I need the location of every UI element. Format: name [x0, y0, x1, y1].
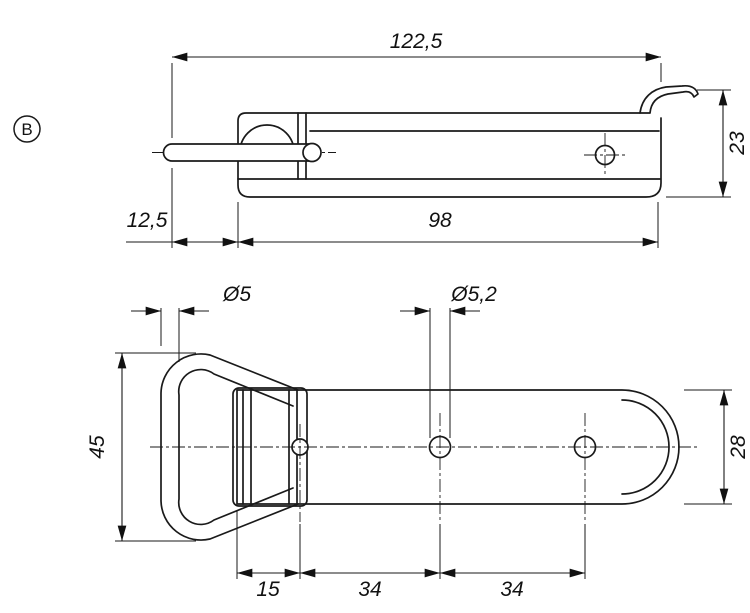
dim-pivot-offset-label: 15	[256, 578, 280, 601]
dim-hole-spacing-2-label: 34	[500, 578, 523, 601]
catch-hook	[639, 84, 699, 114]
dim-body-length-label: 98	[428, 209, 452, 232]
dim-left-offset-label: 12,5	[127, 209, 168, 232]
latch-body-outline	[237, 112, 662, 198]
dim-loop-width-label: 45	[86, 435, 109, 459]
detail-view-label: B	[13, 115, 41, 143]
dim-wire-diameter-label: Ø5	[222, 283, 251, 306]
detail-label-text: B	[21, 120, 32, 139]
detail-label-circle	[13, 115, 41, 143]
dim-hole-spacing-1-label: 34	[358, 578, 381, 601]
ext-lines-wire-dia	[160, 308, 180, 362]
ext-lines-height	[666, 89, 731, 198]
vertical-centerlines	[299, 413, 586, 522]
wire-retainer-dome	[239, 124, 295, 153]
plan-view	[150, 353, 700, 541]
bail-wire-section	[302, 142, 322, 163]
ext-lines-length	[171, 168, 659, 248]
side-view	[152, 84, 699, 198]
dim-height-label: 23	[726, 131, 749, 156]
ext-lines-plate-width	[684, 389, 732, 505]
dim-overall-length-label: 122,5	[390, 30, 443, 53]
dim-hole-diameter-label: Ø5,2	[450, 283, 497, 306]
dimensions: 122,5 23 12,5 98 Ø5 Ø5,2 45 28	[86, 30, 750, 601]
ext-lines-loop-width	[115, 352, 196, 542]
bail-rod	[162, 143, 313, 162]
rivet-crosshair	[584, 133, 626, 177]
dim-plate-width-label: 28	[727, 435, 750, 460]
latch-plate-outline	[236, 389, 680, 505]
ext-lines-hole-dia	[429, 308, 451, 438]
ext-lines-overall	[171, 63, 662, 138]
ext-lines-spacing	[236, 510, 586, 579]
